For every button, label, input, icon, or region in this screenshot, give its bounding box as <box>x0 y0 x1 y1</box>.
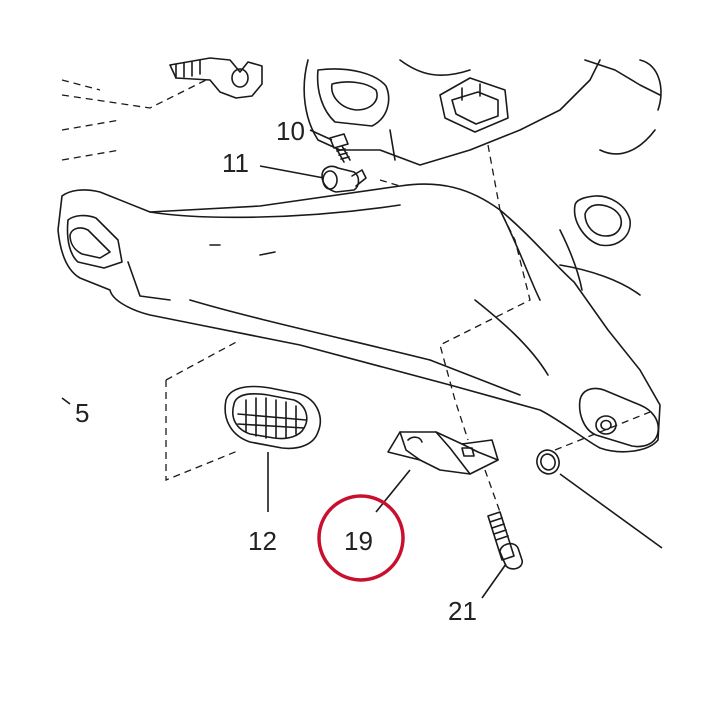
part-19-bracket <box>387 431 499 475</box>
callout-label-19: 19 <box>344 526 373 556</box>
chain-guide-bracket <box>169 57 263 99</box>
callout-label-12: 12 <box>248 526 277 556</box>
callout-label-11: 11 <box>222 148 249 178</box>
frame-casting <box>303 59 662 166</box>
part-11-spacer <box>321 165 367 193</box>
part-21-screw <box>487 511 523 570</box>
o-ring <box>536 449 560 475</box>
callout-label-10: 10 <box>276 116 305 146</box>
callout-label-5: 5 <box>75 398 89 428</box>
highlight-circle <box>317 494 405 582</box>
callout-label-21: 21 <box>448 596 477 626</box>
part-10-bolt <box>329 133 351 163</box>
part-12-rubber-pad <box>224 385 322 450</box>
leader-lines <box>61 129 663 599</box>
swingarm <box>57 183 661 453</box>
assembly-lines <box>61 77 651 513</box>
